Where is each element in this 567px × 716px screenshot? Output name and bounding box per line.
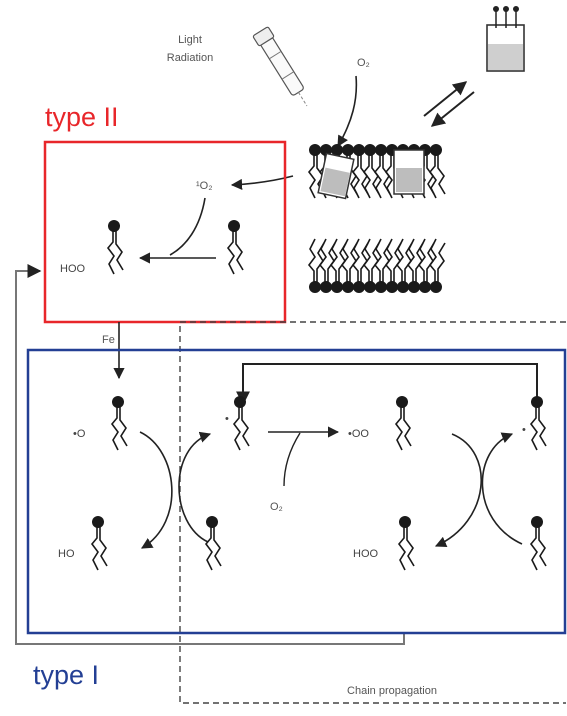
membrane-sensitizer-icon	[317, 149, 425, 200]
equilibrium-forward-arrow	[423, 81, 468, 117]
type-ii-box	[43, 140, 287, 324]
oo-radical-label: •OO	[348, 428, 369, 440]
lipid-bilayer	[307, 144, 446, 293]
alkoxyl-radical-molecule	[110, 396, 128, 451]
membrane-lipid-lower	[362, 238, 380, 293]
membrane-to-singlet-arrow	[230, 175, 294, 191]
light-radiation-label-1: Light	[178, 34, 202, 46]
radical-dot-2: •	[522, 424, 526, 436]
membrane-lipid-upper	[351, 144, 369, 199]
membrane-lipid-upper	[428, 144, 446, 199]
type-ii-label: type II	[45, 102, 119, 132]
o2-mid-label: O₂	[270, 501, 283, 513]
crossing-arrow-left-2	[178, 431, 212, 543]
singlet-o2-curve	[169, 197, 206, 256]
lipid-radical-molecule	[232, 396, 250, 451]
membrane-lipid-lower	[318, 238, 336, 293]
chain-propagation-box	[179, 321, 566, 704]
ho-label: HO	[58, 548, 75, 560]
light-radiation-label-2: Radiation	[167, 52, 213, 64]
lipid-radical-molecule-2	[529, 396, 547, 451]
o2-mid-curve	[283, 432, 301, 487]
hydroperoxide-molecule	[106, 220, 124, 275]
peroxyl-radical-molecule	[394, 396, 412, 451]
membrane-lipid-lower	[428, 238, 446, 293]
hoo-type-ii-label: HOO	[60, 263, 86, 275]
chain-propagation-label: Chain propagation	[347, 685, 437, 697]
type-i-box	[26, 348, 567, 635]
feedback-loop-arrow	[15, 264, 405, 645]
membrane-lipid-lower	[406, 238, 424, 293]
membrane-lipid-lower	[307, 238, 325, 293]
o-radical-label: •O	[73, 428, 86, 440]
type-i-label: type I	[33, 660, 99, 690]
lipid-molecule-3	[529, 516, 547, 571]
crossing-arrow-left-1	[139, 431, 173, 549]
lipid-molecule	[226, 220, 244, 275]
crossing-arrow-right-1	[434, 433, 482, 548]
singlet-o2-label: ¹O₂	[196, 180, 213, 192]
radical-dot: •	[225, 413, 229, 425]
o2-arrow	[337, 75, 358, 147]
hydroperoxide-molecule-2	[397, 516, 415, 571]
equilibrium-back-arrow	[430, 91, 475, 127]
fe-label: Fe	[102, 334, 115, 346]
chain-feedback-arrow	[236, 363, 538, 406]
crossing-arrow-right-2	[481, 432, 523, 545]
hoo-bottom-label: HOO	[353, 548, 379, 560]
light-source-icon	[252, 26, 308, 107]
membrane-lipid-lower	[373, 238, 391, 293]
o2-top-label: O₂	[357, 57, 370, 69]
membrane-lipid-lower	[340, 238, 358, 293]
cuvette-icon	[486, 6, 525, 72]
lipid-molecule-2	[204, 516, 222, 571]
alcohol-molecule	[90, 516, 108, 571]
